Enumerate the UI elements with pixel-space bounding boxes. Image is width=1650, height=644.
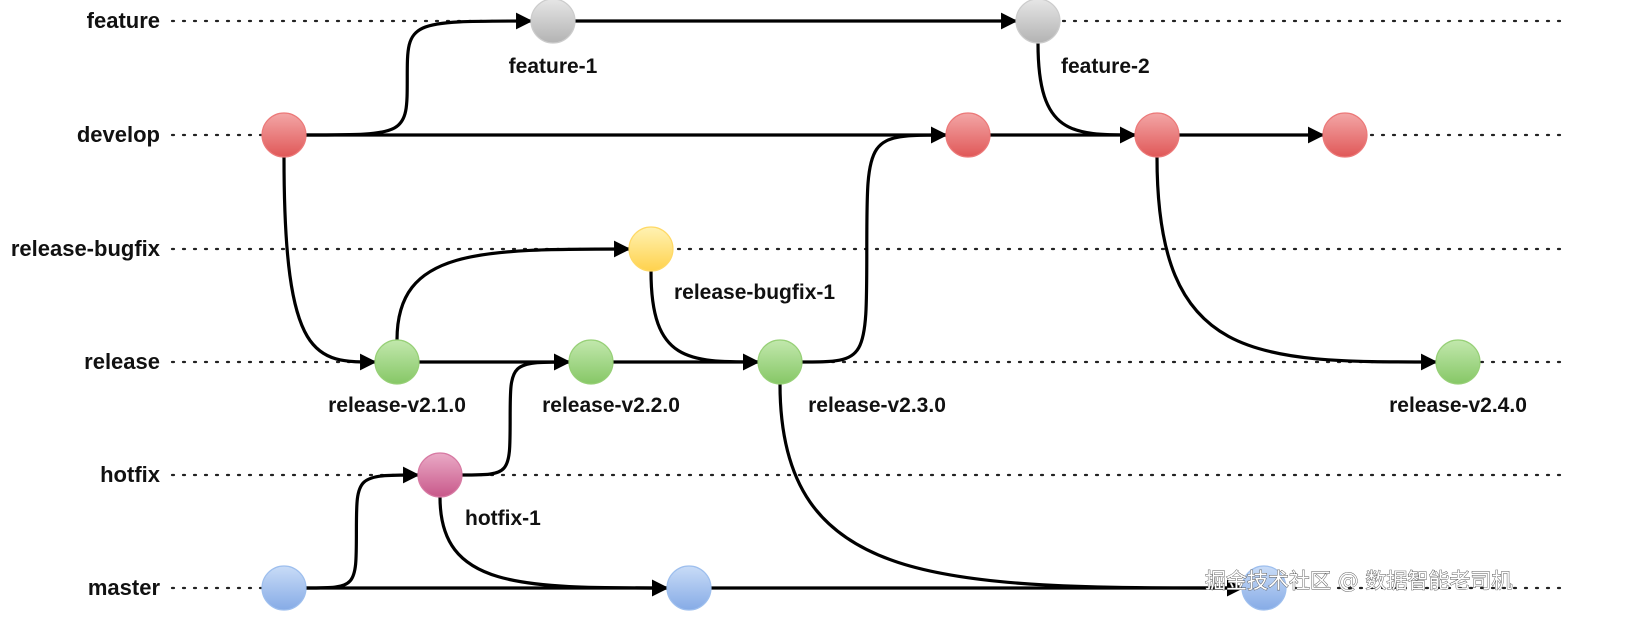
- commit-node-f1: [530, 0, 576, 44]
- lane-label-release: release: [84, 349, 160, 374]
- edge-r3-m3: [778, 383, 1244, 597]
- commit-node-f2: [1015, 0, 1061, 44]
- labels-layer: feature develop release-bugfix release hotfi…: [11, 8, 1527, 600]
- commit-label-r1: release-v2.1.0: [328, 394, 466, 417]
- commit-node-r2: [568, 339, 614, 385]
- commit-node-d4: [1322, 112, 1368, 158]
- commit-node-h1: [417, 452, 463, 498]
- lane-label-develop: develop: [77, 122, 160, 147]
- commit-label-r4: release-v2.4.0: [1389, 394, 1527, 417]
- lane-label-release-bugfix: release-bugfix: [11, 236, 161, 261]
- commit-node-m2: [666, 565, 712, 611]
- edge-r1-b1: [395, 240, 631, 341]
- commit-node-m1: [261, 565, 307, 611]
- commit-node-r4: [1435, 339, 1481, 385]
- edge-f2-d3: [1036, 42, 1137, 144]
- commits-layer: [261, 0, 1481, 611]
- commit-node-m3: [1241, 565, 1287, 611]
- commit-node-r3: [757, 339, 803, 385]
- edge-m1-h1: [305, 466, 420, 590]
- edge-d1-f1: [305, 12, 533, 137]
- commit-label-f2: feature-2: [1061, 55, 1150, 78]
- commit-node-d1: [261, 112, 307, 158]
- edge-d1-r1: [282, 156, 377, 371]
- lane-label-master: master: [88, 575, 161, 600]
- watermark-text: 掘金技术社区 @ 数据智能老司机: [1205, 569, 1512, 593]
- commit-label-r2: release-v2.2.0: [542, 394, 680, 417]
- edge-b1-r3: [649, 270, 760, 371]
- edge-h1-r2: [461, 353, 571, 477]
- lane-label-feature: feature: [87, 8, 160, 33]
- commit-label-r3: release-v2.3.0: [808, 394, 946, 417]
- commit-node-b1: [628, 226, 674, 272]
- edges-layer: [282, 12, 1438, 597]
- lane-label-hotfix: hotfix: [100, 462, 161, 487]
- edge-d3-r4: [1155, 156, 1438, 371]
- commit-node-r1: [374, 339, 420, 385]
- commit-node-d3: [1134, 112, 1180, 158]
- commit-label-f1: feature-1: [509, 55, 598, 78]
- commit-node-d2: [945, 112, 991, 158]
- edge-r3-d2: [801, 126, 948, 364]
- commit-label-h1: hotfix-1: [465, 507, 541, 530]
- commit-label-b1: release-bugfix-1: [674, 281, 835, 304]
